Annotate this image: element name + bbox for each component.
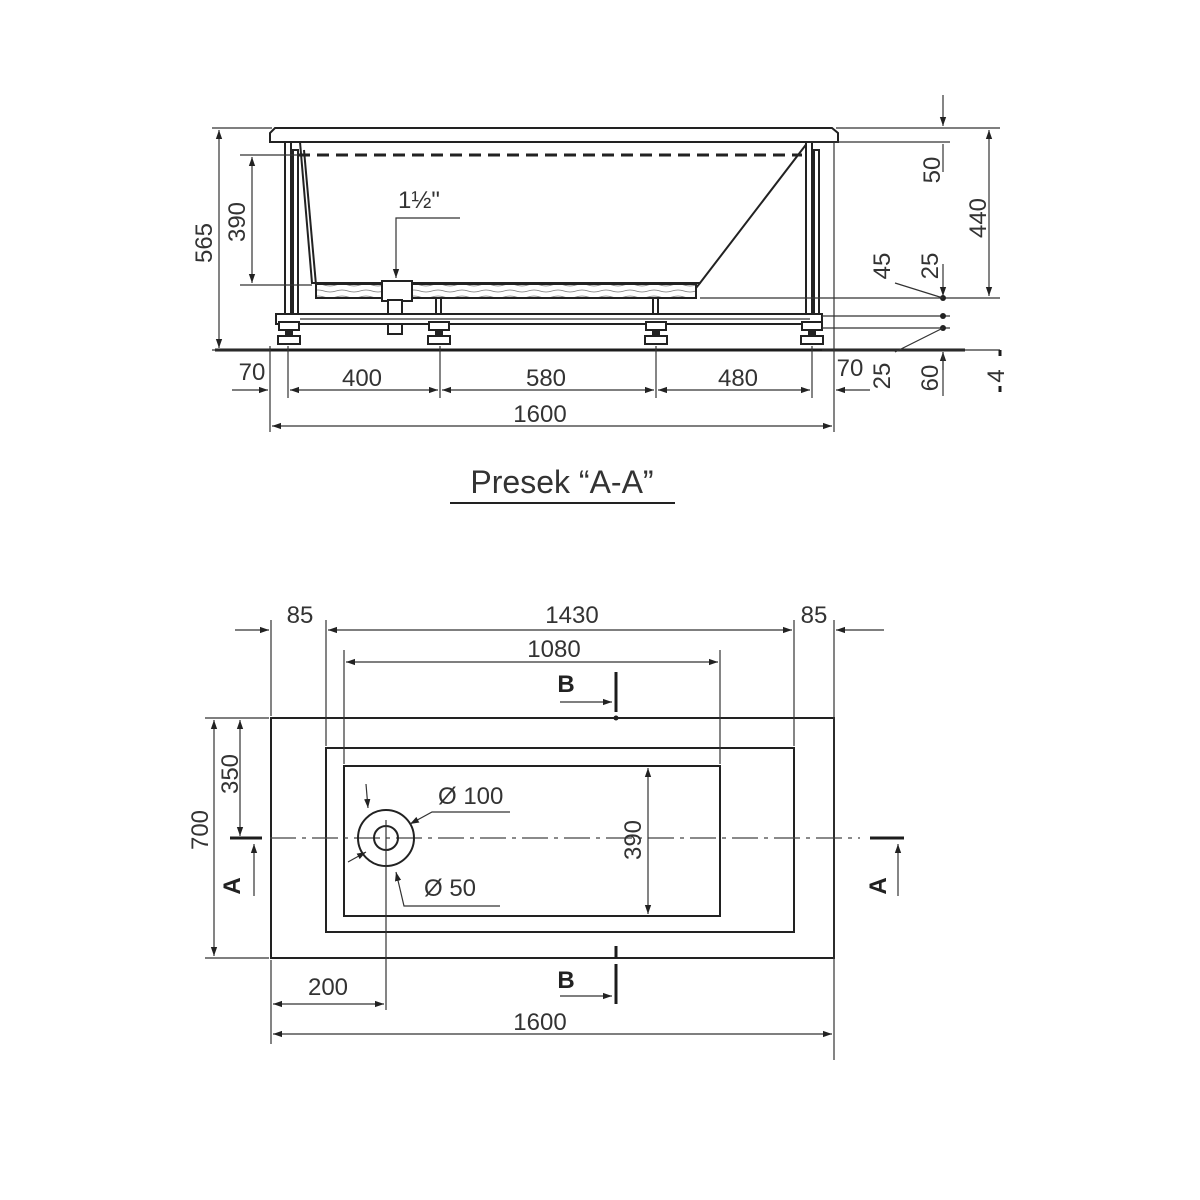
plan-bottom-dims: 200 1600 — [270, 960, 832, 1044]
dim-45: 45 — [869, 253, 896, 280]
dim-50: 50 — [919, 157, 946, 184]
tub-shell — [299, 141, 809, 284]
section-left-dims: 565 390 — [191, 127, 312, 351]
dim-480: 480 — [718, 365, 758, 392]
cut-mark-a-right: A — [865, 836, 904, 896]
cut-mark-b-bottom: B — [557, 946, 618, 1004]
cut-b-top-label: B — [557, 671, 574, 698]
plan-left-dims: 700 350 — [187, 717, 269, 959]
dim-85-right: 85 — [801, 602, 828, 629]
bottom-board — [315, 283, 697, 299]
dim-70-right: 70 — [837, 355, 864, 382]
dim-70-left: 70 — [239, 359, 266, 386]
section-bottom-dims: 70 400 580 480 70 1600 — [232, 142, 870, 432]
dim-25-bottom: 25 — [869, 363, 896, 390]
tub-shell-inner — [303, 149, 317, 286]
dim-1080: 1080 — [527, 636, 580, 663]
dim-350: 350 — [217, 754, 244, 794]
dim-4: 4 — [983, 369, 1010, 382]
drain-body — [381, 280, 413, 302]
cut-b-bottom-label: B — [557, 967, 574, 994]
cut-a-left-label: A — [219, 877, 246, 894]
cut-mark-a-left: A — [219, 836, 262, 896]
dim-580: 580 — [526, 365, 566, 392]
dim-700: 700 — [187, 810, 214, 850]
plan-view: Ø 100 Ø 50 390 85 1430 85 1080 — [187, 602, 904, 1060]
dim-85-left: 85 — [287, 602, 314, 629]
dim-390-plan: 390 — [620, 820, 647, 860]
section-view: 565 390 1½" 50 440 — [191, 95, 1010, 504]
section-right-dims: 50 440 45 25 25 60 4 — [700, 95, 1010, 396]
plan-inner-rim — [325, 747, 795, 933]
dim-1600-plan: 1600 — [513, 1009, 566, 1036]
dia-50-label: Ø 50 — [424, 875, 476, 902]
drain-size-label: 1½" — [398, 187, 440, 214]
dim-25-top: 25 — [917, 253, 944, 280]
dim-200: 200 — [308, 974, 348, 1001]
plan-basin — [343, 765, 721, 917]
section-title: Presek “A-A” — [470, 464, 653, 500]
dim-565: 565 — [191, 223, 218, 263]
plan-top-dims: 85 1430 85 1080 — [235, 602, 884, 1060]
dim-1430: 1430 — [545, 602, 598, 629]
dim-1600-section: 1600 — [513, 401, 566, 428]
dim-440: 440 — [965, 198, 992, 238]
tub-rim — [269, 127, 839, 143]
cut-mark-b-top: B — [557, 671, 619, 721]
drain-label: 1½" — [392, 187, 460, 278]
cut-a-right-label: A — [865, 877, 892, 894]
dia-100-label: Ø 100 — [438, 783, 503, 810]
dim-400: 400 — [342, 365, 382, 392]
dim-60: 60 — [917, 365, 944, 392]
drain-diameter-leaders: Ø 100 Ø 50 — [347, 783, 510, 907]
adjustable-feet — [277, 321, 824, 345]
dim-390-section: 390 — [224, 202, 251, 242]
